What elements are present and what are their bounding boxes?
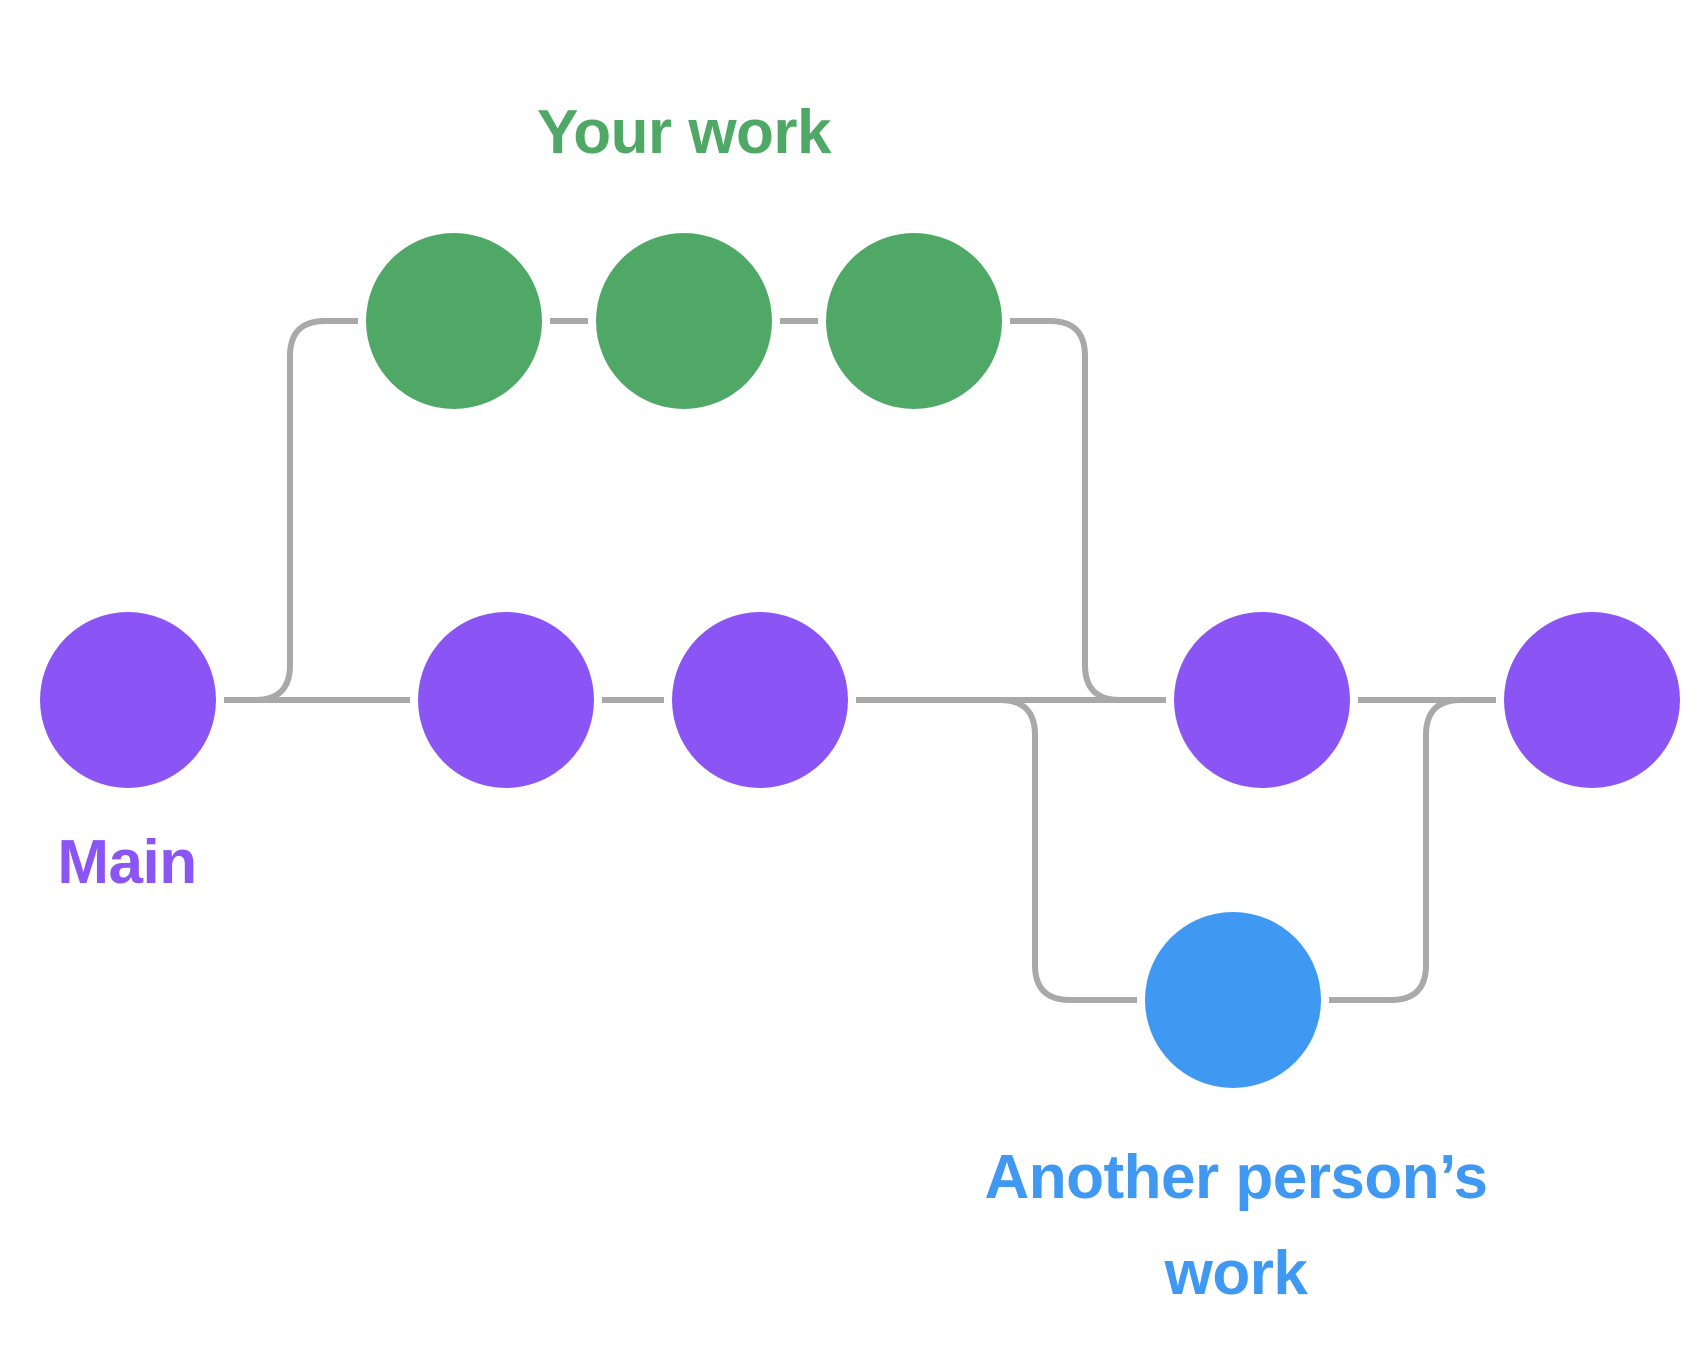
commit-node-main xyxy=(1174,612,1350,788)
another-person-work-label-line2: work xyxy=(1164,1239,1308,1308)
another-person-work-label-line1: Another person’s xyxy=(984,1143,1489,1212)
commit-node-main xyxy=(40,612,216,788)
commit-node-your-work xyxy=(596,233,772,409)
main-label: Main xyxy=(57,828,197,897)
commit-node-your-work xyxy=(366,233,542,409)
commit-node-your-work xyxy=(826,233,1002,409)
another-person-work-label: Another person’s work xyxy=(984,1130,1489,1322)
commit-node-main xyxy=(418,612,594,788)
commit-node-main xyxy=(1504,612,1680,788)
commit-node-another-person xyxy=(1145,912,1321,1088)
your-work-label: Your work xyxy=(536,98,832,167)
commit-node-main xyxy=(672,612,848,788)
